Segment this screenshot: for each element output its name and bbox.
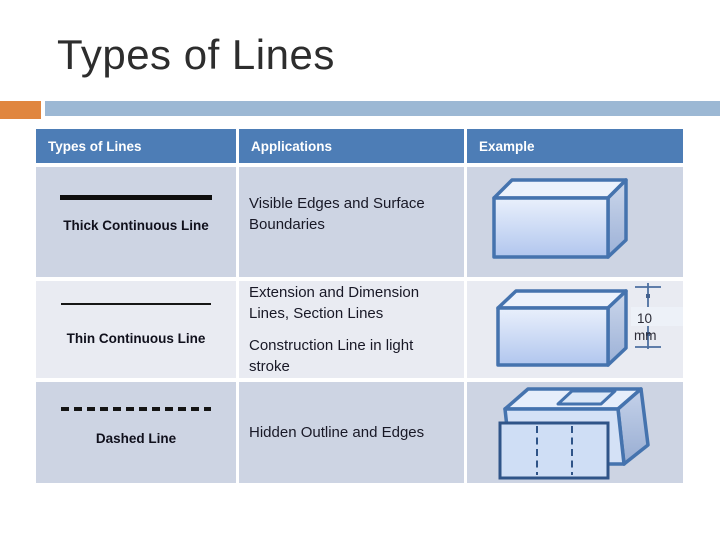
line-type-label: Dashed Line (95, 431, 177, 446)
table-row-3-applications: Hidden Outline and Edges (239, 382, 464, 483)
types-of-lines-table: Types of Lines Applications Example Thic… (36, 129, 683, 483)
application-text: Visible Edges and Surface Boundaries (249, 195, 425, 233)
front-view-rect (498, 421, 610, 480)
application-text: Hidden Outline and Edges (249, 424, 425, 441)
box-3d-with-dimension-drawing: 10 mm (496, 283, 683, 367)
table-row-3-example (467, 382, 683, 483)
box-3d-drawing (492, 178, 628, 259)
table-row-2-type: Thin Continuous Line (36, 281, 236, 378)
thick-line-sample (60, 195, 212, 200)
dashed-line-sample (61, 407, 211, 411)
line-type-label: Thin Continuous Line (66, 331, 206, 346)
hidden-edges-drawing (498, 387, 650, 480)
hidden-edge-dashed-lines (536, 426, 573, 475)
header-applications: Applications (239, 129, 464, 163)
table-row-1-type: Thick Continuous Line (36, 167, 236, 277)
slide-title: Types of Lines (57, 31, 335, 78)
thin-line-sample (61, 303, 211, 305)
application-text: Construction Line in light stroke (249, 337, 414, 375)
dimension-unit-label: mm (634, 328, 657, 343)
line-type-label: Thick Continuous Line (63, 218, 209, 233)
header-example: Example (467, 129, 683, 163)
dimension-value-label: 10 (637, 311, 652, 326)
table-row-2-applications: Extension and Dimension Lines, Section L… (239, 281, 464, 378)
table-row-1-applications: Visible Edges and Surface Boundaries (239, 167, 464, 277)
table-row-2-example: 10 mm (467, 281, 683, 378)
accent-bar-blue (45, 101, 720, 116)
slot-opening (556, 389, 617, 406)
table-row-3-type: Dashed Line (36, 382, 236, 483)
header-types-of-lines: Types of Lines (36, 129, 236, 163)
dimension-label-highlight (631, 307, 683, 326)
accent-bar-orange (0, 101, 41, 119)
application-text: Extension and Dimension Lines, Section L… (249, 284, 420, 322)
table-row-1-example (467, 167, 683, 277)
